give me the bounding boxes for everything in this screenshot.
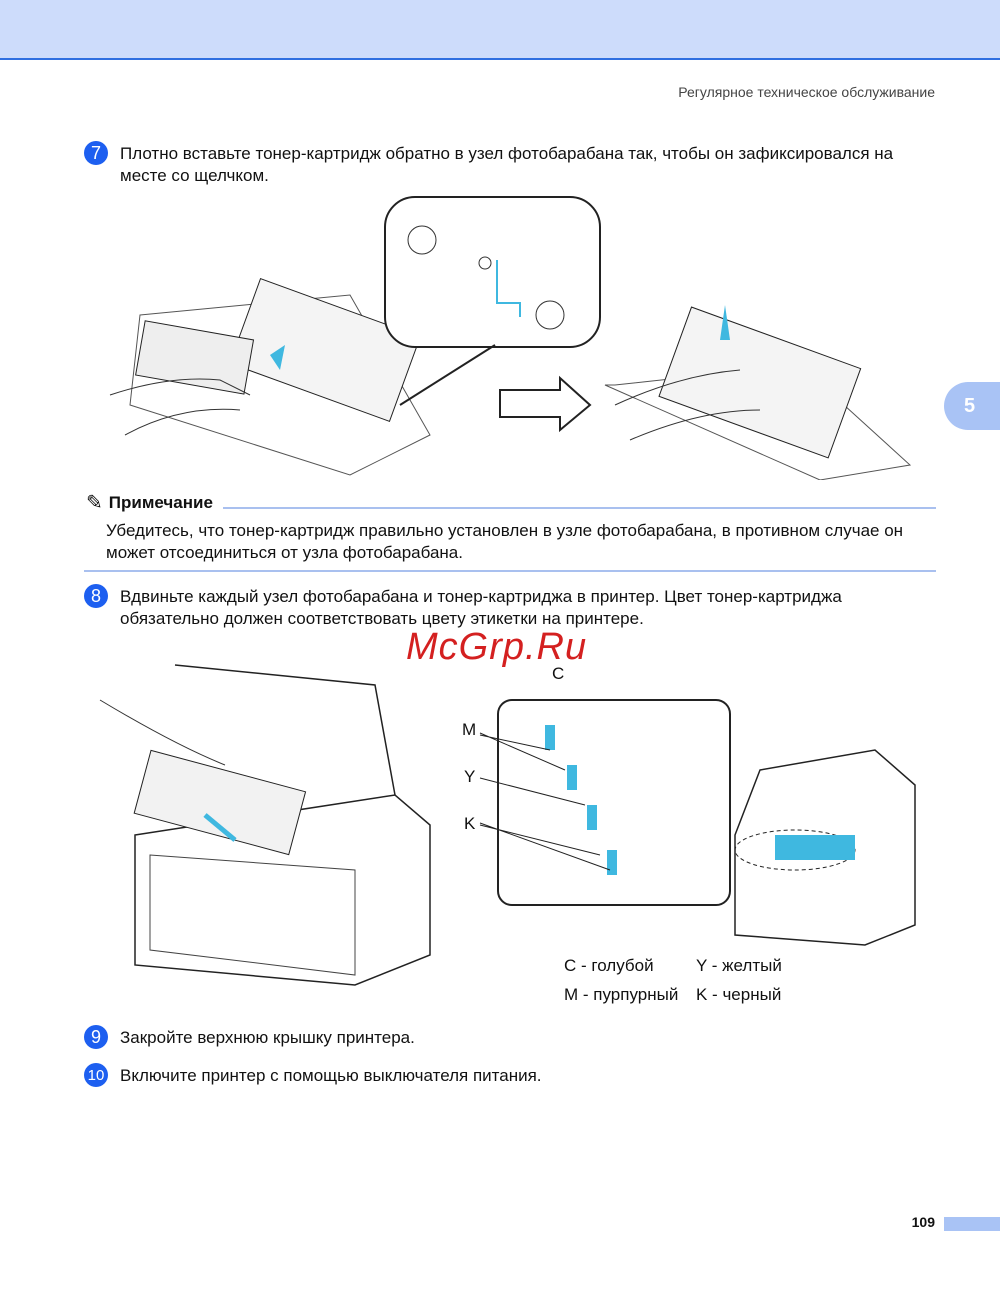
- legend-black: K - черный: [696, 985, 782, 1004]
- label-y: Y: [464, 767, 476, 786]
- page-number-bar: [944, 1217, 1000, 1231]
- note-title: Примечание: [108, 492, 213, 512]
- note-bottom-rule: [84, 570, 936, 572]
- printer-illustration: [99, 664, 916, 986]
- running-title: Регулярное техническое обслуживание: [678, 84, 935, 100]
- step-number: 9: [84, 1025, 108, 1049]
- step-text: Плотно вставьте тонер-картридж обратно в…: [120, 144, 894, 185]
- label-m: M: [462, 720, 477, 739]
- step-8: 8 Вдвиньте каждый узел фотобарабана и то…: [84, 584, 940, 630]
- legend-cyan: C - голубой: [564, 956, 654, 975]
- toner-insert-illustration: [109, 196, 912, 480]
- page-number: 109: [911, 1214, 935, 1230]
- note-header: ✎ Примечание: [86, 490, 936, 515]
- step-number: 7: [84, 141, 108, 165]
- watermark: McGrp.Ru: [406, 626, 588, 668]
- note-divider: [222, 506, 936, 509]
- step-text: Включите принтер с помощью выключателя п…: [120, 1066, 542, 1085]
- step-7: 7 Плотно вставьте тонер-картридж обратно…: [84, 141, 940, 187]
- header-band: [0, 0, 1000, 60]
- step-9: 9 Закройте верхнюю крышку принтера.: [84, 1025, 940, 1049]
- legend-yellow: Y - желтый: [696, 956, 782, 975]
- label-k: K: [464, 814, 476, 833]
- legend-magenta: M - пурпурный: [564, 985, 679, 1004]
- chapter-tab[interactable]: 5: [944, 382, 1000, 430]
- note-pencil-icon: ✎: [86, 492, 103, 514]
- step-number: 10: [84, 1063, 108, 1087]
- note-text: Убедитесь, что тонер-картридж правильно …: [106, 521, 904, 562]
- step-text: Закройте верхнюю крышку принтера.: [120, 1028, 415, 1047]
- step-10: 10 Включите принтер с помощью выключател…: [84, 1063, 940, 1087]
- label-c: C: [552, 664, 565, 683]
- step-text: Вдвиньте каждый узел фотобарабана и тоне…: [120, 587, 842, 628]
- step-number: 8: [84, 584, 108, 608]
